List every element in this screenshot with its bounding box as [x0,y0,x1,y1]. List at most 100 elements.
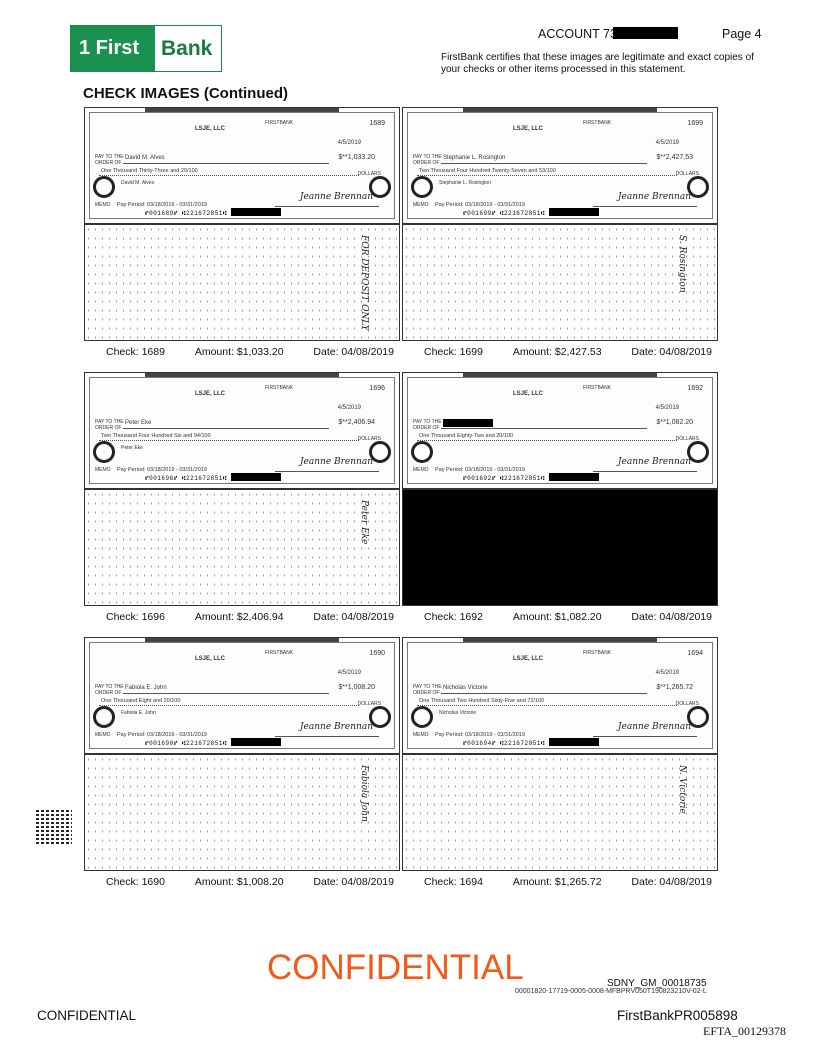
seal-icon-right [369,706,391,728]
signature: Jeanne Brennan [617,722,691,732]
dollars-label: DOLLARS [357,701,381,707]
firstbank-bates: FirstBankPR005898 [617,1008,738,1023]
dollars-label: DOLLARS [675,436,699,442]
confidential-stamp: CONFIDENTIAL [267,948,524,987]
signature-line [275,471,379,472]
amount-numeric: $**1,008.20 [338,684,375,691]
check-caption: Check: 1689 Amount: $1,033.20 Date: 04/08/… [106,346,394,358]
endorsement: N. Victorie [677,765,687,814]
memo-label: MEMO [95,732,111,738]
redaction [443,419,493,427]
check-company: LSJE, LLC [513,391,544,397]
pay-to-label: PAY TO THE ORDER OF [413,684,442,696]
check-number-printed: 1689 [369,120,385,127]
check-date-caption: Date: 04/08/2019 [631,876,712,888]
pay-to-label: PAY TO THE ORDER OF [95,419,124,431]
check-bank: FIRSTBANK [583,120,612,126]
redaction [231,738,282,746]
check-back-redacted [402,489,718,606]
check-border [89,642,395,749]
memo-label: MEMO [413,467,429,473]
check-border [407,642,713,749]
check-amount: Amount: $1,033.20 [194,346,284,358]
seal-icon-left [93,176,115,198]
payee-line [123,428,329,429]
payee-line [123,163,329,164]
memo-label: MEMO [413,732,429,738]
security-band [463,638,657,642]
signature-line [593,471,697,472]
payee-address: David M. Alves [121,180,155,186]
amount-numeric: $**2,406.94 [338,419,375,426]
memo-label: MEMO [95,467,111,473]
pay-period: Pay Period: 03/18/2019 - 03/31/2019 [117,467,207,473]
check-number: Check: 1690 [106,876,165,888]
amount-line [417,440,677,441]
check-back: FOR DEPOSIT ONLY [84,224,400,341]
check-border [89,377,395,484]
amount-written: One Thousand Two Hundred Sixty-Five and … [419,698,545,704]
signature: Jeanne Brennan [617,457,691,467]
micr-line: ⑈001694⑈ ⑆221672851⑆ [463,738,600,747]
amount-numeric: $**1,265.72 [656,684,693,691]
check-number: Check: 1689 [106,346,165,358]
check-bank: FIRSTBANK [583,650,612,656]
pay-period: Pay Period: 03/18/2019 - 03/31/2019 [117,732,207,738]
check-number: Check: 1694 [424,876,483,888]
payee-address: Nicholas Victorie [439,710,477,716]
dollars-label: DOLLARS [675,171,699,177]
amount-line [417,705,677,706]
pay-to-label: PAY TO THE ORDER OF [95,154,124,166]
pay-period: Pay Period: 03/18/2019 - 03/31/2019 [435,467,525,473]
check-bank: FIRSTBANK [265,385,294,391]
section-title: CHECK IMAGES (Continued) [83,85,288,102]
seal-icon-left [93,706,115,728]
check-amount: Amount: $1,008.20 [194,876,284,888]
seal-icon-left [411,706,433,728]
memo-label: MEMO [413,202,429,208]
check-number: Check: 1692 [424,611,483,623]
signature-line [275,736,379,737]
check-company: LSJE, LLC [195,126,226,132]
check-number: Check: 1696 [106,611,165,623]
check-date-caption: Date: 04/08/2019 [313,346,394,358]
endorsement: Peter Eke [359,500,369,545]
check-date-caption: Date: 04/08/2019 [313,611,394,623]
check-company: LSJE, LLC [195,391,226,397]
payee-address: Stephanie L. Rosington [439,180,491,186]
memo-label: MEMO [95,202,111,208]
security-band [145,108,339,112]
payee: Peter Eke [125,420,152,426]
check-amount: Amount: $2,427.53 [512,346,602,358]
seal-icon-right [369,441,391,463]
check-amount: Amount: $1,082.20 [512,611,602,623]
account-number: ACCOUNT 73 [538,27,678,41]
signature-line [275,206,379,207]
check-border [407,112,713,219]
signature: Jeanne Brennan [299,192,373,202]
payee-line [441,428,647,429]
seal-icon-right [687,441,709,463]
payee-line [441,163,647,164]
amount-written: One Thousand Eighty-Two and 20/100 [419,433,514,439]
security-band [145,373,339,377]
pay-period: Pay Period: 03/18/2019 - 03/31/2019 [435,202,525,208]
redaction [612,27,678,39]
redaction [549,208,600,216]
seal-icon-left [411,176,433,198]
check-back: Fabiola John [84,754,400,871]
endorsement: Fabiola John [359,765,369,822]
check-border [407,377,713,484]
check-back: Peter Eke [84,489,400,606]
